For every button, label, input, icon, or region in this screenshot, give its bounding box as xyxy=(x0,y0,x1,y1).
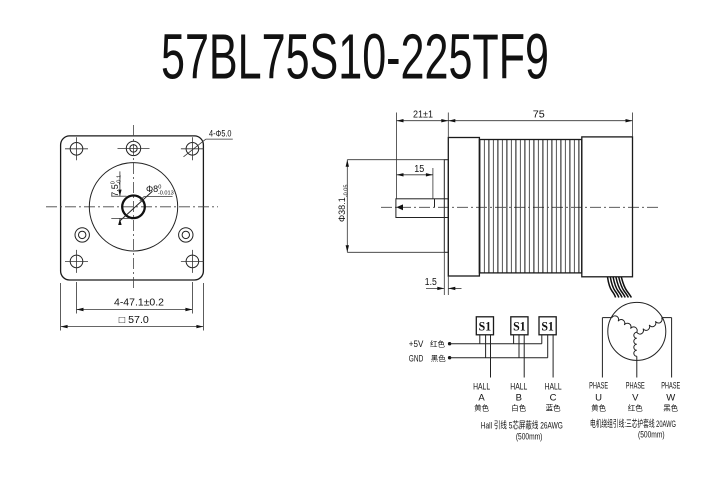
svg-text:PHASE: PHASE xyxy=(661,380,680,391)
mounting-hole-top-right xyxy=(180,137,204,161)
shaft-diameter-label: Φ80-0.013 xyxy=(146,184,174,197)
phase-output-v: PHASE V 红色 xyxy=(626,380,645,412)
hole-callout-label: 4-Φ5.0 xyxy=(209,128,232,138)
shaft-extension-label: 21±1 xyxy=(413,110,433,121)
svg-text:A: A xyxy=(478,392,485,403)
svg-text:W: W xyxy=(666,393,675,404)
hall-sensor-label-3: S1 xyxy=(541,319,554,334)
svg-text:黑色: 黑色 xyxy=(663,402,678,412)
hall-sensor-box-1 xyxy=(475,316,495,336)
gnd-bus xyxy=(447,356,548,360)
flat-length-label: 15 xyxy=(414,164,424,175)
hall-output-a: HALL A 黄色 xyxy=(473,382,490,413)
svg-text:B: B xyxy=(516,392,522,403)
hall-output-b: HALL B 白色 xyxy=(510,382,527,413)
pin-hole-left xyxy=(74,227,90,243)
svg-text:蓝色: 蓝色 xyxy=(546,403,561,413)
page-title: 57BL75S10-225TF9 xyxy=(161,21,549,93)
shaft-circle xyxy=(121,194,146,220)
winding-coils xyxy=(611,315,663,357)
svg-text:黄色: 黄色 xyxy=(474,403,489,413)
svg-text:白色: 白色 xyxy=(511,403,526,413)
svg-text:黄色: 黄色 xyxy=(591,402,606,412)
flange-outline xyxy=(59,135,205,281)
side-view: 21±1 75 15 Φ38.1-0.05 xyxy=(337,110,661,298)
hall-sensor-label-2: S1 xyxy=(513,319,526,334)
hall-sensor-label-1: S1 xyxy=(479,319,492,334)
mounting-hole-bottom-right xyxy=(180,249,204,273)
phase-wire-note-length: (500mm) xyxy=(638,429,665,440)
pilot-depth-label: 1.5 xyxy=(425,277,437,288)
pin-hole-top xyxy=(117,140,150,157)
gnd-label: GND xyxy=(409,353,424,364)
svg-text:HALL: HALL xyxy=(473,382,490,393)
flat-height-dimension: 7.50-0.1 xyxy=(110,171,132,225)
svg-text:HALL: HALL xyxy=(545,382,562,393)
svg-text:U: U xyxy=(595,393,602,404)
body-length-label: 75 xyxy=(533,110,545,121)
pilot-depth-dimension xyxy=(426,252,462,295)
hole-spacing-label: 4-47.1±0.2 xyxy=(114,298,164,309)
hall-output-c: HALL C 蓝色 xyxy=(545,382,562,413)
pilot-diameter-label: Φ38.1-0.05 xyxy=(337,185,349,222)
hall-wire-note-length: (500mm) xyxy=(516,431,543,442)
phase-leads xyxy=(601,317,673,378)
phase-wiring-diagram: PHASE U 黄色 PHASE V 红色 PHASE W 黑色 电机绕组引线:… xyxy=(589,301,680,440)
stator-fins xyxy=(478,138,583,274)
plus5v-wire-color: 红色 xyxy=(430,339,445,349)
plus5v-label: +5V xyxy=(409,339,424,350)
phase-output-u: PHASE U 黄色 xyxy=(589,380,608,412)
shaft-center-mark xyxy=(396,204,403,211)
pilot-circle xyxy=(88,162,179,252)
hall-wiring-diagram: S1 S1 S1 +5V 红色 GND 黑色 xyxy=(409,316,563,442)
svg-text:HALL: HALL xyxy=(510,382,527,393)
mounting-hole-bottom-left xyxy=(65,249,88,273)
shaft-diameter-leader xyxy=(139,196,173,202)
svg-text:PHASE: PHASE xyxy=(626,380,645,391)
body-length-dimension xyxy=(448,112,633,137)
svg-text:C: C xyxy=(550,392,557,403)
lead-wires xyxy=(606,276,633,298)
hole-callout-leader xyxy=(183,138,233,158)
plus5v-bus xyxy=(447,342,542,346)
gnd-wire-color: 黑色 xyxy=(431,353,446,363)
svg-text:PHASE: PHASE xyxy=(589,380,608,391)
flat-height-label: 7.50-0.1 xyxy=(110,175,123,197)
hole-spacing-dimension xyxy=(76,282,193,314)
flange-width-label: □ 57.0 xyxy=(119,315,149,326)
front-flange-plate xyxy=(447,136,481,277)
flat-length-dimension xyxy=(396,168,434,199)
shaft xyxy=(395,198,449,219)
shaft-extension-dimension xyxy=(396,112,449,199)
mounting-hole-top-left xyxy=(65,137,88,161)
hall-wire-note: Hall 引线 5芯屏蔽线 26AWG xyxy=(481,419,563,431)
svg-text:V: V xyxy=(632,393,639,404)
svg-text:红色: 红色 xyxy=(628,402,643,412)
front-view: 4-Φ5.0 7.50-0.1 Φ80-0.013 xyxy=(46,125,233,331)
flange-width-dimension xyxy=(60,283,204,331)
phase-wire-note: 电机绕组引线:三芯护套线 20AWG xyxy=(590,418,676,430)
hall-sensor-pins xyxy=(479,334,554,378)
pilot-diameter-dimension: Φ38.1-0.05 xyxy=(337,159,445,253)
pin-hole-right xyxy=(178,227,194,243)
rear-end-cap xyxy=(581,136,634,278)
phase-output-w: PHASE W 黑色 xyxy=(661,380,680,412)
